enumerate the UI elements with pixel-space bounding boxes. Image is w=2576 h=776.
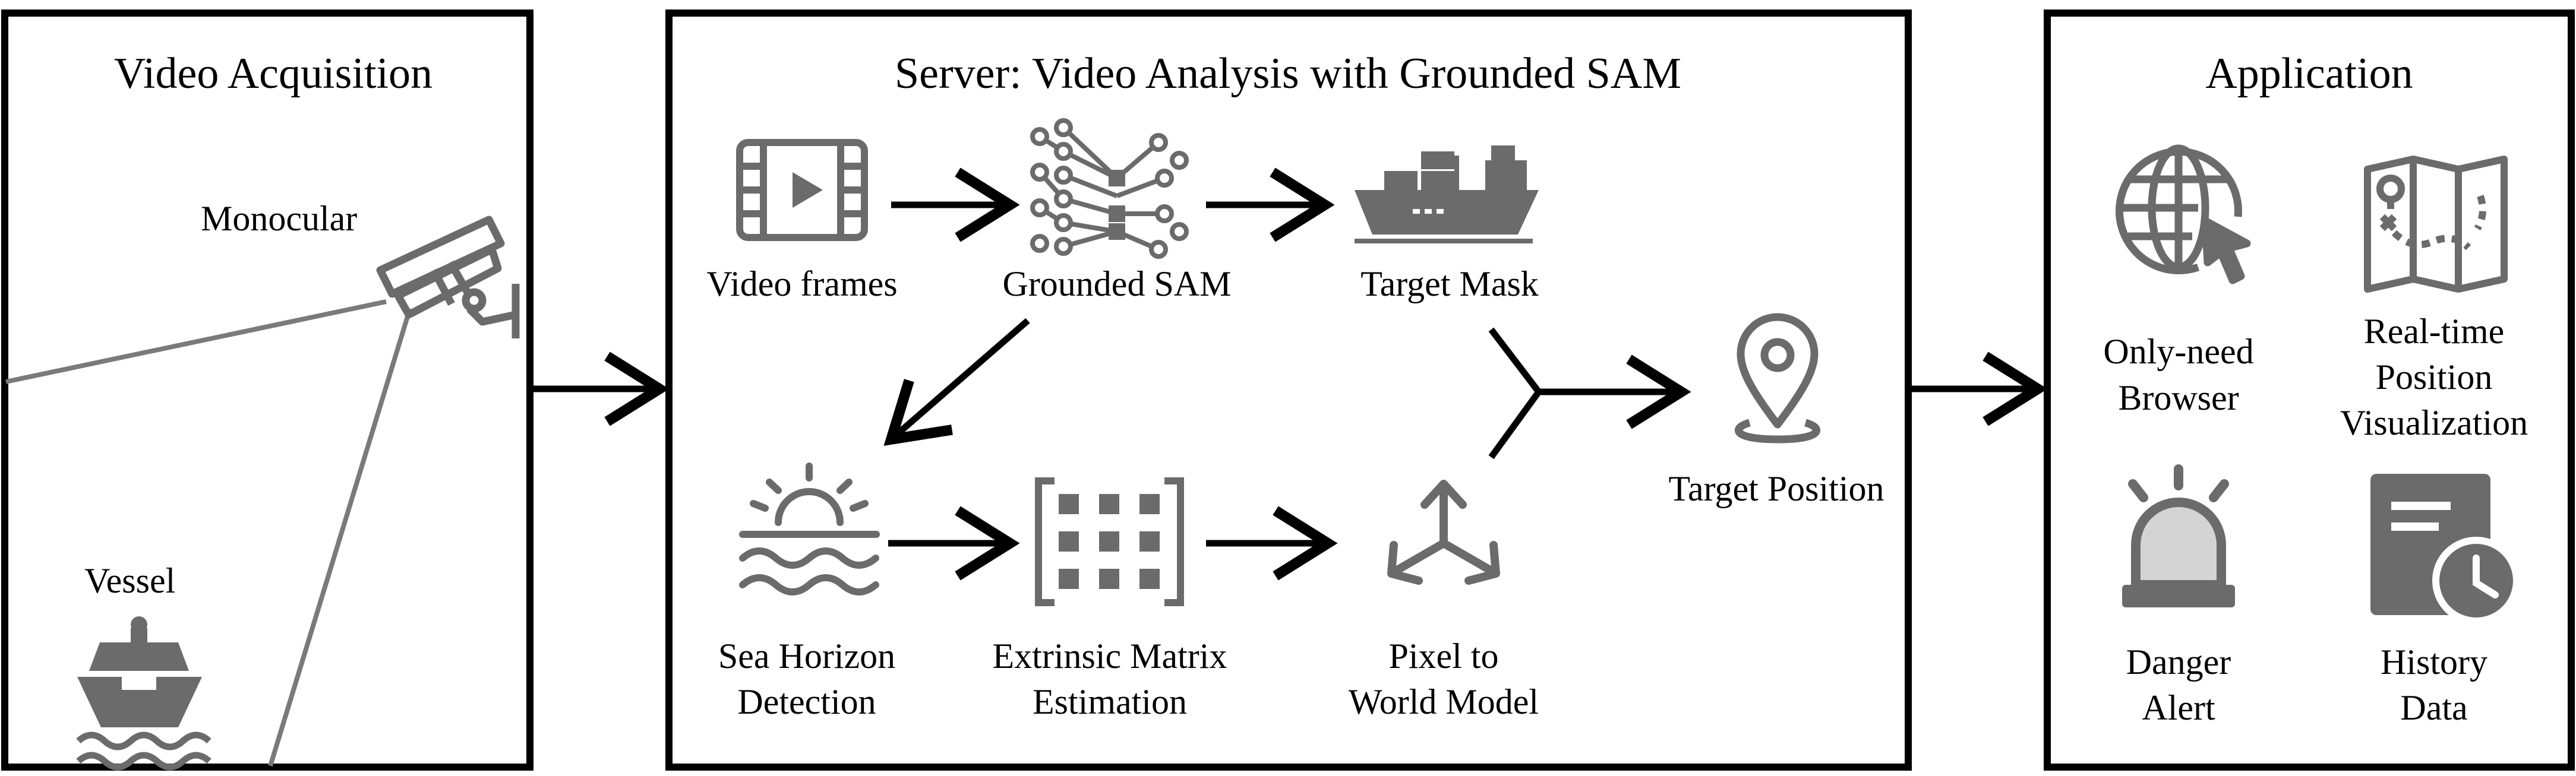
pixel-world-label-2: World Model <box>1349 682 1539 721</box>
arrow-sam-to-horizon <box>883 318 1030 446</box>
acquisition-title: Video Acquisition <box>114 49 433 98</box>
acquisition-panel <box>1 9 533 771</box>
danger-label-1: Danger <box>2126 642 2231 682</box>
extrinsic-label-1: Extrinsic Matrix <box>993 636 1227 676</box>
target-position-label: Target Position <box>1668 469 1884 508</box>
danger-label-2: Alert <box>2142 688 2215 727</box>
video-frames-label: Video frames <box>706 264 897 303</box>
target-mask-label: Target Mask <box>1360 264 1539 303</box>
monocular-camera-icon <box>376 216 520 338</box>
cargo-ship-icon <box>1355 145 1539 243</box>
monocular-label: Monocular <box>201 199 357 238</box>
server-title: Server: Video Analysis with Grounded SAM <box>895 49 1681 98</box>
extrinsic-label-2: Estimation <box>1033 682 1187 721</box>
browser-label-2: Browser <box>2118 378 2239 417</box>
neural-network-icon <box>1030 118 1189 259</box>
history-label-1: History <box>2381 642 2487 682</box>
realtime-label-3: Visualization <box>2340 403 2528 442</box>
location-pin-icon <box>1735 313 1820 444</box>
realtime-label-2: Position <box>2376 357 2493 397</box>
application-title: Application <box>2205 49 2413 98</box>
camera-sight-line-horizon <box>5 299 387 384</box>
matrix-icon <box>1035 477 1184 606</box>
sea-horizon-label-1: Sea Horizon <box>718 636 895 676</box>
vessel-icon <box>76 616 211 771</box>
pixel-world-label-1: Pixel to <box>1388 636 1498 676</box>
realtime-label-1: Real-time <box>2364 312 2505 351</box>
axes-3d-icon <box>1387 480 1500 585</box>
grounded-sam-label: Grounded SAM <box>1003 264 1232 303</box>
network-core-dots <box>1109 170 1125 240</box>
history-label-2: Data <box>2400 688 2467 727</box>
globe-cursor-icon <box>2115 144 2251 284</box>
camera-sight-line-vessel <box>268 308 412 767</box>
vessel-label: Vessel <box>84 561 175 600</box>
map-icon <box>2364 156 2508 293</box>
history-document-icon <box>2370 474 2520 625</box>
sea-horizon-label-2: Detection <box>737 682 876 721</box>
video-frames-icon <box>736 139 868 241</box>
browser-label-1: Only-need <box>2103 332 2253 371</box>
ship-deck-windows <box>1413 209 1444 214</box>
siren-alert-icon <box>2122 464 2235 607</box>
sea-horizon-icon <box>739 463 880 596</box>
merge-lines <box>1488 327 1543 460</box>
